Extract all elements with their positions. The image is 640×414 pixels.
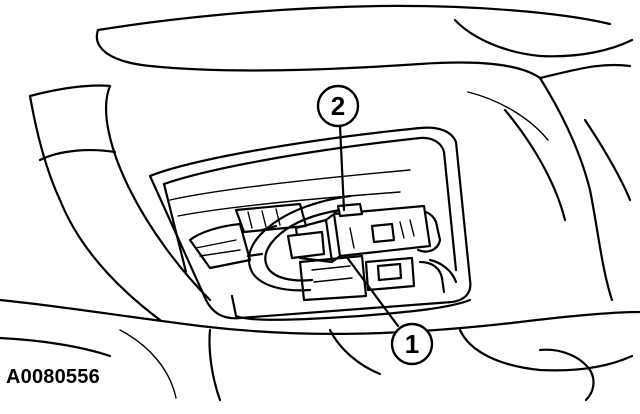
callout-1: 1 [390, 322, 434, 366]
figure-id: A0080556 [6, 366, 100, 388]
callout-2-label: 2 [331, 91, 345, 121]
callout-2-leader [338, 124, 346, 212]
callout-1-leader [344, 254, 400, 328]
electrical-connector [286, 202, 432, 264]
callout-2: 2 [316, 84, 360, 128]
callout-1-label: 1 [405, 329, 419, 359]
mating-receptacle [298, 254, 446, 302]
wiring-harness [246, 194, 352, 292]
mounting-opening [148, 126, 472, 320]
lower-trim-panel [0, 294, 640, 402]
upper-trim-panel [28, 4, 634, 322]
